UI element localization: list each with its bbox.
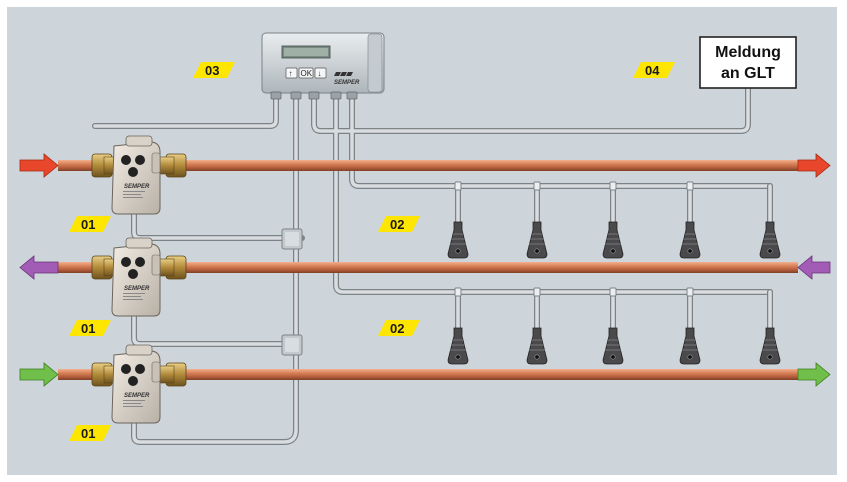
sensor-icon	[526, 221, 548, 259]
sensor-icon	[759, 327, 781, 365]
sensor-icon	[447, 327, 469, 365]
badge-04: 04	[633, 62, 675, 78]
sensor-icon	[602, 221, 624, 259]
controller-logo-icon	[334, 72, 353, 76]
sensor-icon	[526, 327, 548, 365]
pipe-top	[58, 160, 798, 171]
sensor-row-top	[447, 221, 781, 259]
valve-brand: SEMPER	[124, 184, 150, 190]
controller-unit: ↑ OK ↓ SEMPER	[261, 32, 385, 100]
valve-unit-middle: SEMPER	[91, 237, 187, 317]
signal-cables	[92, 85, 773, 445]
pipe-middle	[58, 262, 798, 273]
glt-line-2: an GLT	[721, 65, 775, 82]
controller-brand: SEMPER	[334, 80, 360, 86]
badge-01-top-label: 01	[81, 217, 95, 232]
valve-brand: SEMPER	[124, 286, 150, 292]
glt-line-1: Meldung	[715, 44, 781, 61]
arrow-left-icon	[797, 255, 831, 280]
badge-03: 03	[193, 62, 235, 78]
arrow-left-icon	[19, 255, 59, 280]
pipe-bottom	[58, 369, 798, 380]
controller-key-up	[285, 67, 298, 79]
sensor-icon	[759, 221, 781, 259]
badge-01-middle-label: 01	[81, 321, 95, 336]
sensor-icon	[602, 327, 624, 365]
badge-02-top: 02	[378, 216, 420, 232]
badge-02-bottom-label: 02	[390, 321, 404, 336]
controller-key-down-label: ↓	[318, 69, 322, 78]
valve-brand: SEMPER	[124, 393, 150, 399]
junction-box-lower	[281, 334, 303, 356]
arrow-right-icon	[19, 362, 59, 387]
badge-02-top-label: 02	[390, 217, 404, 232]
badge-01-bottom: 01	[69, 425, 111, 441]
controller-key-ok	[298, 67, 314, 79]
arrow-right-icon	[797, 362, 831, 387]
badge-02-bottom: 02	[378, 320, 420, 336]
sensor-icon	[447, 221, 469, 259]
arrow-right-icon	[797, 153, 831, 178]
controller-key-down	[314, 67, 327, 79]
controller-key-up-label: ↑	[289, 69, 293, 78]
glt-message-box: Meldung an GLT	[699, 36, 797, 89]
valve-unit-bottom: SEMPER	[91, 344, 187, 424]
junction-box-upper	[281, 228, 303, 250]
controller-key-ok-label: OK	[301, 69, 313, 78]
badge-03-label: 03	[205, 63, 219, 78]
badge-01-bottom-label: 01	[81, 426, 95, 441]
sensor-icon	[679, 221, 701, 259]
badge-01-middle: 01	[69, 320, 111, 336]
badge-04-label: 04	[645, 63, 660, 78]
badge-01-top: 01	[69, 216, 111, 232]
sensor-icon	[679, 327, 701, 365]
valve-unit-top: SEMPER	[91, 135, 187, 215]
arrow-right-icon	[19, 153, 59, 178]
sensor-row-bottom	[447, 327, 781, 365]
